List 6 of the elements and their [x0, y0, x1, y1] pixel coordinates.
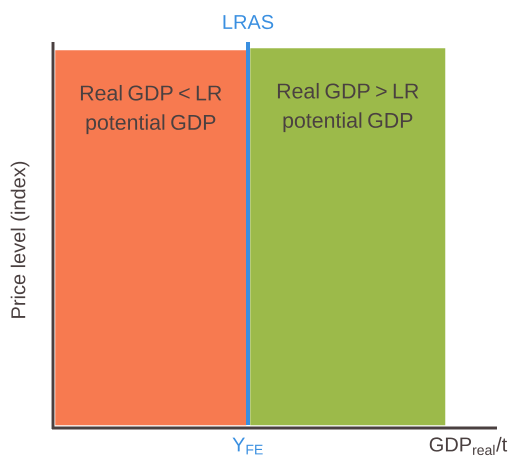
tick-label: Y$_{FE}$: [232, 438, 263, 454]
region-box: Real GDP > LR potential GDP: [250, 48, 446, 426]
axis-title: GDP$_{real}$/t: [430, 436, 508, 456]
axis-title: Price level (index): [10, 162, 30, 318]
curve-label: LRAS: [224, 14, 274, 30]
region-box: Real GDP < LR potential GDP: [55, 50, 246, 426]
